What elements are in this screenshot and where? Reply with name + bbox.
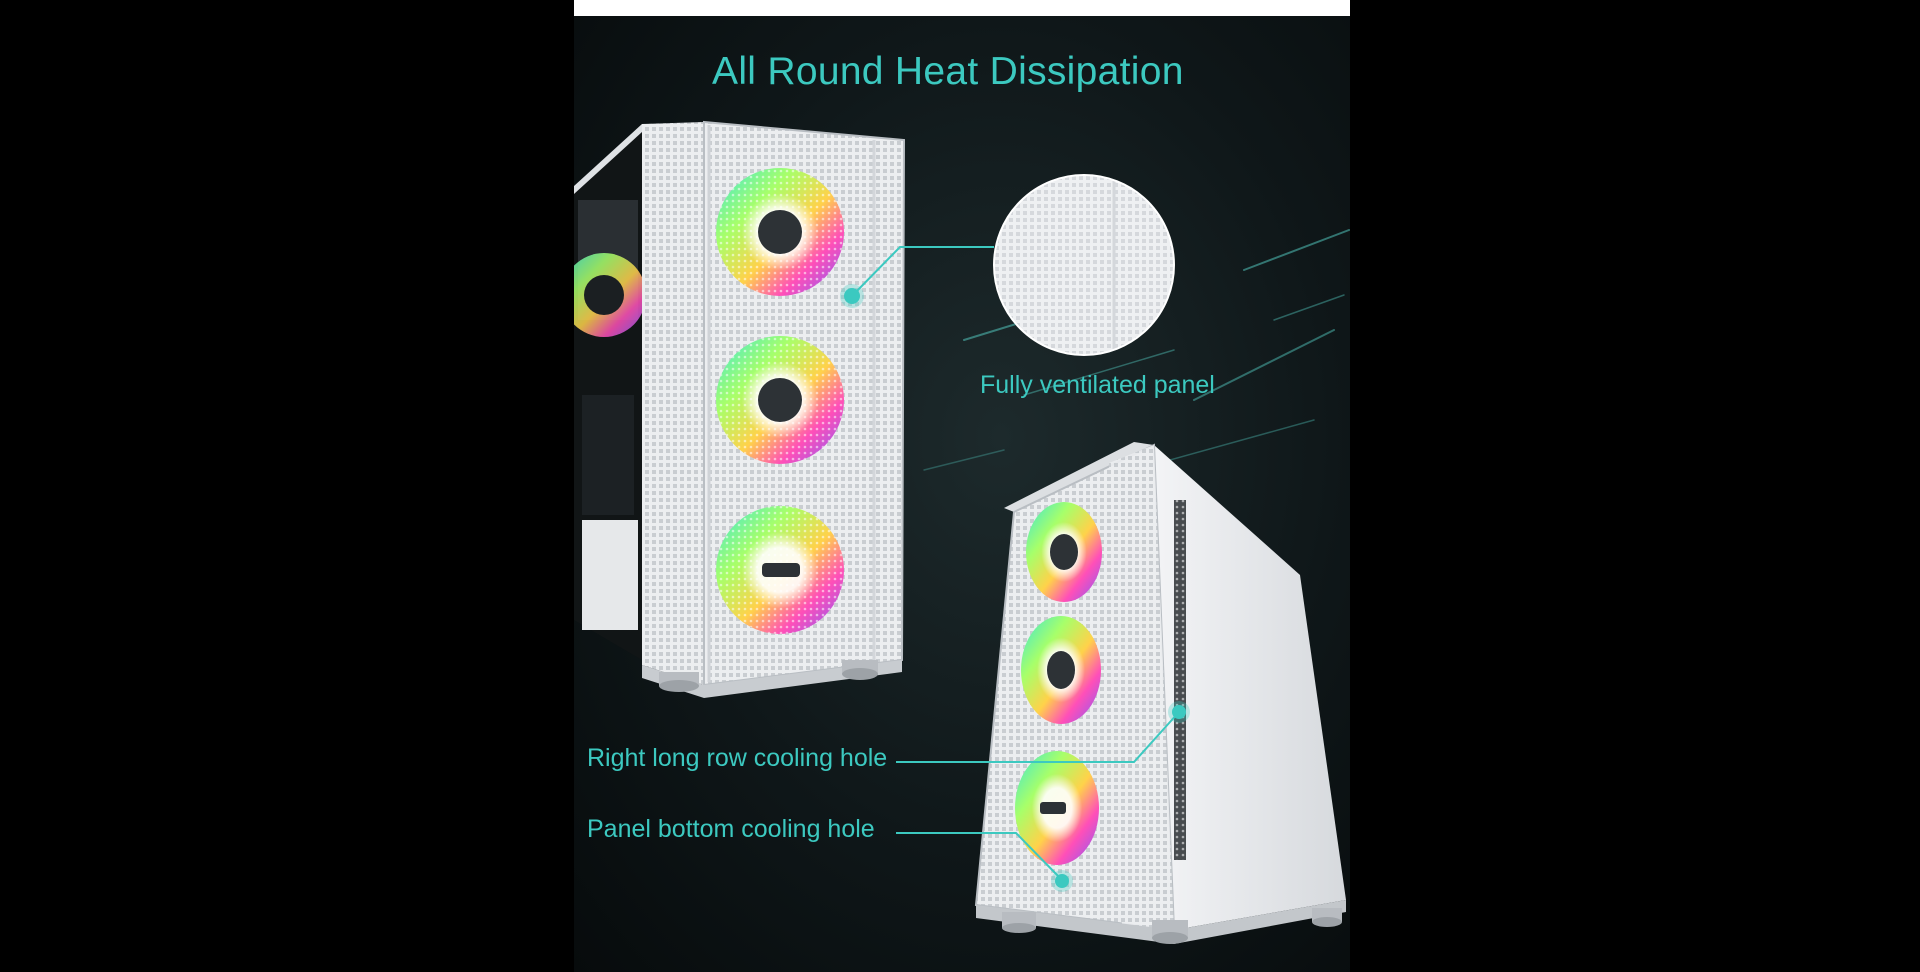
front-fans [716,168,844,634]
callout-ventilated-line [840,246,994,308]
angled-fans [1015,502,1102,865]
callout-right-row-label: Right long row cooling hole [587,744,888,772]
scene-illustration [574,120,1350,944]
mesh-zoom-circle [993,174,1175,356]
image-title: All Round Heat Dissipation [712,50,1184,93]
product-image: All Round Heat Dissipation Fully ventila… [574,0,1350,972]
top-white-strip [574,0,1350,16]
callout-right-row-line [896,701,1190,763]
front-view-case [574,120,906,698]
side-vent-holes [1174,500,1186,860]
callout-bottom-line [896,832,1073,892]
callout-bottom-label: Panel bottom cooling hole [587,815,875,843]
angled-view-case [974,442,1346,944]
callout-ventilated-label: Fully ventilated panel [980,371,1215,399]
